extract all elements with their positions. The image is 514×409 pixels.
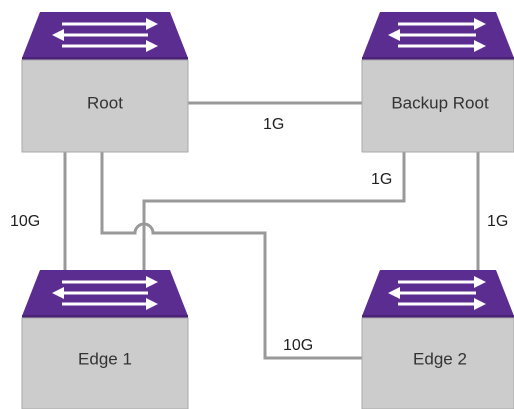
link-label-root-edge2: 10G	[283, 337, 313, 354]
network-switch-icon	[361, 270, 514, 409]
links	[63, 101, 480, 360]
network-switch-icon	[21, 270, 189, 409]
switch-edge1[interactable]: Edge 1	[21, 270, 189, 409]
switch-root-label: Root	[87, 93, 123, 112]
switch-root[interactable]: Root	[21, 12, 189, 153]
link-label-root-edge1: 10G	[10, 213, 40, 230]
link-label-backup-root-edge1: 1G	[371, 171, 392, 188]
switch-edge2[interactable]: Edge 2	[361, 270, 514, 409]
network-switch-icon	[21, 12, 189, 153]
switch-edge1-label: Edge 1	[78, 349, 132, 368]
link-label-backup-root-edge2: 1G	[487, 213, 508, 230]
link-label-root-backup-root: 1G	[263, 116, 284, 133]
link-backup-root-edge1	[142, 152, 406, 270]
link-labels: 1G 1G 10G 1G 10G	[10, 116, 508, 354]
link-root-edge2	[100, 152, 362, 360]
switch-backup-root[interactable]: Backup Root	[361, 12, 514, 153]
switch-backup-root-label: Backup Root	[391, 93, 489, 112]
switch-edge2-label: Edge 2	[413, 349, 467, 368]
network-switch-icon	[361, 12, 514, 153]
